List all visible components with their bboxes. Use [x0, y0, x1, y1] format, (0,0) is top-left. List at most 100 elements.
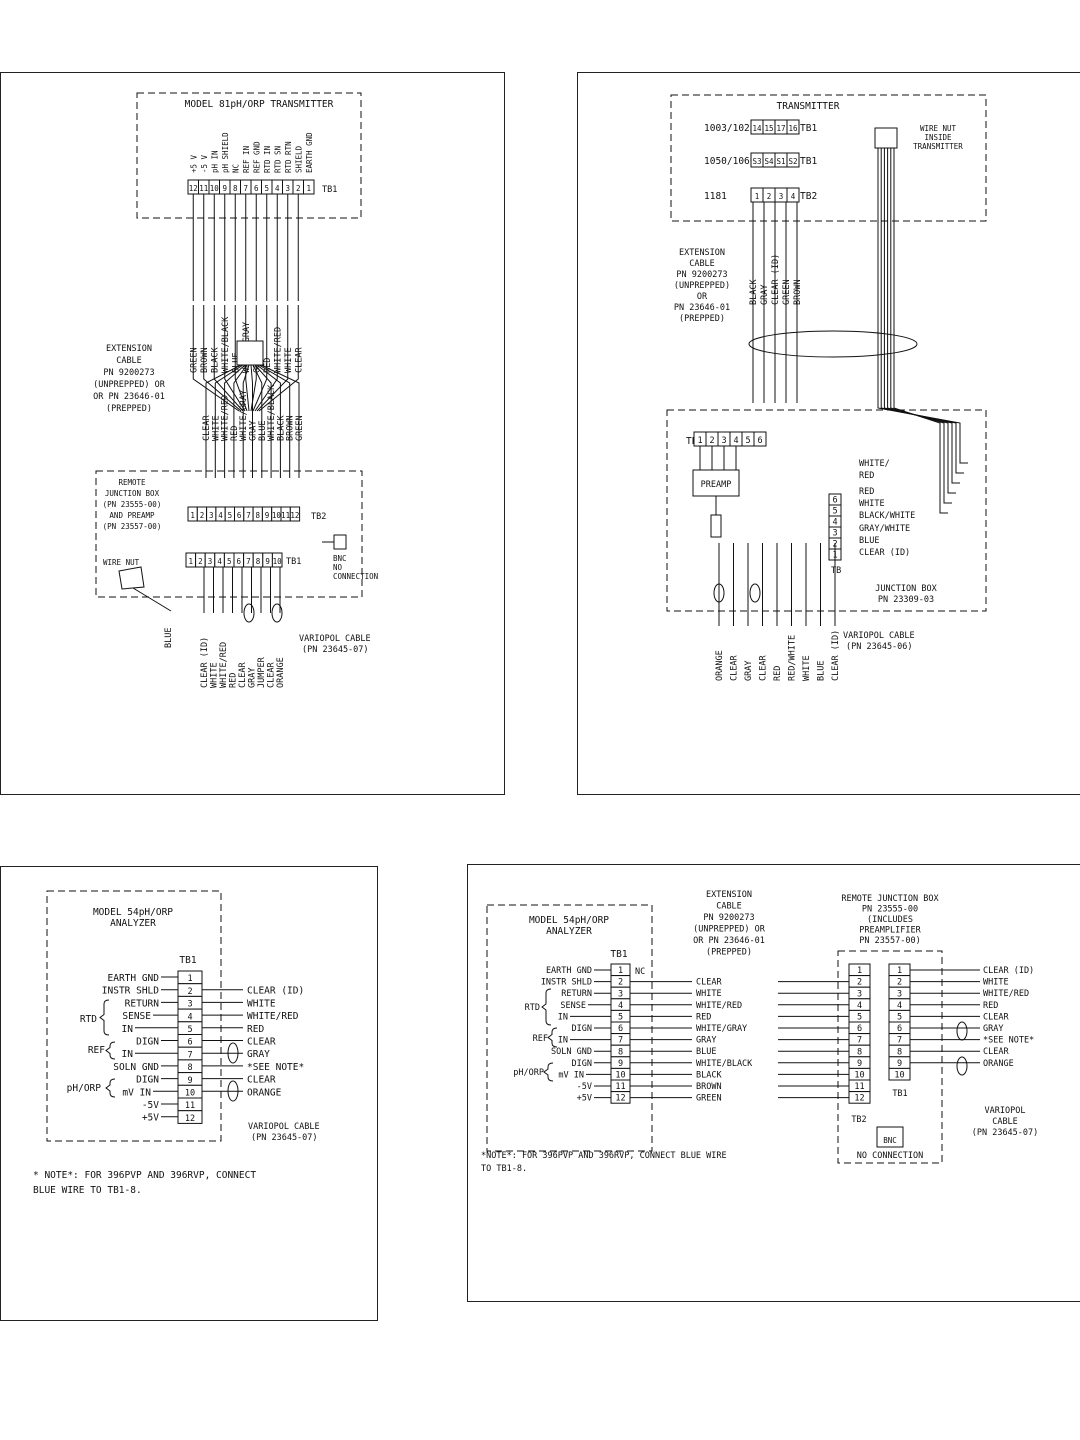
bottom-wire-color: CLEAR — [759, 655, 769, 681]
wire-nut-wire — [883, 148, 960, 484]
upper-wire-lead — [224, 305, 246, 412]
blue-wire — [132, 587, 172, 612]
tb2-terminal-number: 10 — [854, 1071, 864, 1081]
remote-junction-label: (INCLUDES — [867, 915, 913, 925]
tb-terminal-number: 3 — [721, 436, 726, 446]
upper-wire-lead — [192, 305, 240, 412]
tb1-label: TB1 — [610, 949, 627, 960]
right-wire-color: CLEAR — [983, 1012, 1009, 1022]
tb1b-terminal-number: 8 — [256, 557, 261, 566]
left-label: RETURN — [561, 989, 592, 999]
tb1b-label: TB1 — [286, 557, 301, 567]
tb1-terminal-number: 8 — [618, 1047, 623, 1057]
left-label: +5V — [577, 1094, 592, 1104]
tb1-terminal-number: 4 — [187, 1012, 192, 1022]
wire-nut-label: WIRE NUT — [920, 124, 957, 133]
wire-nut-wire — [880, 148, 964, 474]
transmitter-model-label: 1003/1023 — [704, 123, 755, 134]
tb2-terminal-number: 7 — [857, 1036, 862, 1046]
tb2-terminal-number: 5 — [228, 511, 233, 520]
tb-terminal-cell — [753, 431, 767, 447]
transmitter-model-label: 1050/1060 — [704, 156, 756, 167]
bottom-wire-color: WHITE/RED — [219, 642, 229, 688]
tb1-terminal-number: 4 — [275, 184, 280, 193]
transmitter-title: TRANSMITTER — [777, 101, 840, 112]
extension-wire-color: BLACK — [749, 279, 759, 305]
transmitter-terminal-number: 2 — [767, 192, 772, 201]
extension-cable-label: CABLE — [116, 356, 142, 366]
right-wire-color: CLEAR (ID) — [859, 548, 910, 558]
ref-brace — [105, 1041, 116, 1060]
right-wire-color: ORANGE — [983, 1059, 1014, 1069]
right-wire-color: GRAY — [247, 1049, 270, 1060]
upper-wire-color: RED — [263, 358, 273, 373]
tb1-terminal-number: 1 — [306, 184, 311, 193]
tb1-terminal-number: 3 — [187, 1000, 192, 1010]
bottom-wire-color: CLEAR (ID) — [200, 637, 210, 688]
upper-wire-color: BROWN — [200, 347, 210, 373]
tb1-terminal-number: 11 — [185, 1101, 195, 1111]
extension-wire-color: CLEAR (ID) — [771, 254, 781, 305]
right-wire-color: BLUE — [859, 536, 879, 546]
wire-nut-wire — [877, 148, 968, 464]
bottom-wire-color: WHITE — [802, 655, 812, 681]
tb1-terminal-number: 3 — [618, 989, 623, 999]
transmitter-terminal-number: 16 — [788, 124, 798, 133]
lower-wire-color: BLACK — [276, 415, 286, 441]
lower-wire-color: GRAY — [249, 421, 259, 441]
extension-cable-label: PN 23646-01 — [674, 303, 730, 313]
extension-cable-label: OR PN 23646-01 — [693, 936, 765, 946]
lower-wire-color: BLUE — [258, 421, 268, 441]
junction-box-label: (PN 23557-00) — [103, 522, 162, 531]
note-text: *NOTE*: FOR 396PVP AND 396RVP, CONNECT B… — [481, 1151, 727, 1161]
tb1-terminal-number: 12 — [189, 184, 198, 193]
right-wire-color: CLEAR (ID) — [983, 966, 1034, 976]
shield-loop-ref — [227, 1042, 239, 1064]
group-label: pH/ORP — [513, 1068, 544, 1078]
tb1b-terminal-number: 3 — [897, 989, 902, 999]
transmitter-terminal-number: 17 — [776, 124, 785, 133]
ref-brace — [547, 1027, 558, 1048]
remote-junction-label: PN 23555-00 — [862, 905, 918, 915]
extension-cable-label: (PREPPED) — [679, 314, 725, 324]
variopol-cable-pn: (PN 23645-07) — [251, 1133, 318, 1143]
tb2-terminal-cell — [289, 506, 301, 522]
tb1-terminal-number: 12 — [615, 1094, 625, 1104]
tb-terminal-number: 2 — [709, 436, 714, 446]
shield-loop-ph — [271, 603, 283, 623]
extension-cable-label: (UNPREPPED) OR — [93, 380, 166, 390]
bottom-wire-color: CLEAR (ID) — [831, 630, 841, 681]
tb1-signal-label: RTD SN — [273, 146, 282, 173]
no-connection-label: NO CONNECTION — [857, 1151, 924, 1161]
right-wire-color: RED — [983, 1001, 998, 1011]
extension-wire-color: GREEN — [696, 1094, 722, 1104]
tb2-terminal-number: 8 — [255, 511, 260, 520]
wire-nut-label: TRANSMITTER — [913, 142, 963, 151]
right-wire-color: ORANGE — [247, 1087, 282, 1098]
tb2-terminal-number: 12 — [290, 511, 299, 520]
terminal-block-label: TB2 — [800, 191, 817, 202]
transmitter-terminal-number: S3 — [752, 157, 761, 166]
transmitter-boundary — [136, 92, 362, 219]
tb1-signal-label: RTD IN — [263, 146, 272, 173]
remote-junction-boundary — [95, 470, 363, 598]
extension-wire-color: WHITE/RED — [696, 1001, 742, 1011]
group-label: REF — [533, 1034, 548, 1044]
tb-terminal-number: 6 — [757, 436, 762, 446]
tb1-terminal-number: 7 — [243, 184, 248, 193]
upper-wire-color: WHITE/BLACK — [221, 316, 231, 373]
bottom-wire-color: BLUE — [817, 661, 827, 681]
left-label: SENSE — [560, 1001, 586, 1011]
left-label: -5V — [577, 1082, 592, 1092]
extension-wire-color: BROWN — [696, 1082, 722, 1092]
wire-nut-label: WIRE NUT — [103, 558, 140, 567]
lower-wire — [224, 364, 246, 478]
bottom-wire-color: RED — [229, 673, 239, 688]
extension-wire-color: CLEAR — [696, 978, 722, 988]
transmitter-terminal-cell — [786, 187, 800, 203]
tb1b-terminal-number: 1 — [897, 966, 902, 976]
lower-wire-color: WHITE — [211, 415, 221, 441]
analyzer-title: ANALYZER — [110, 918, 156, 929]
